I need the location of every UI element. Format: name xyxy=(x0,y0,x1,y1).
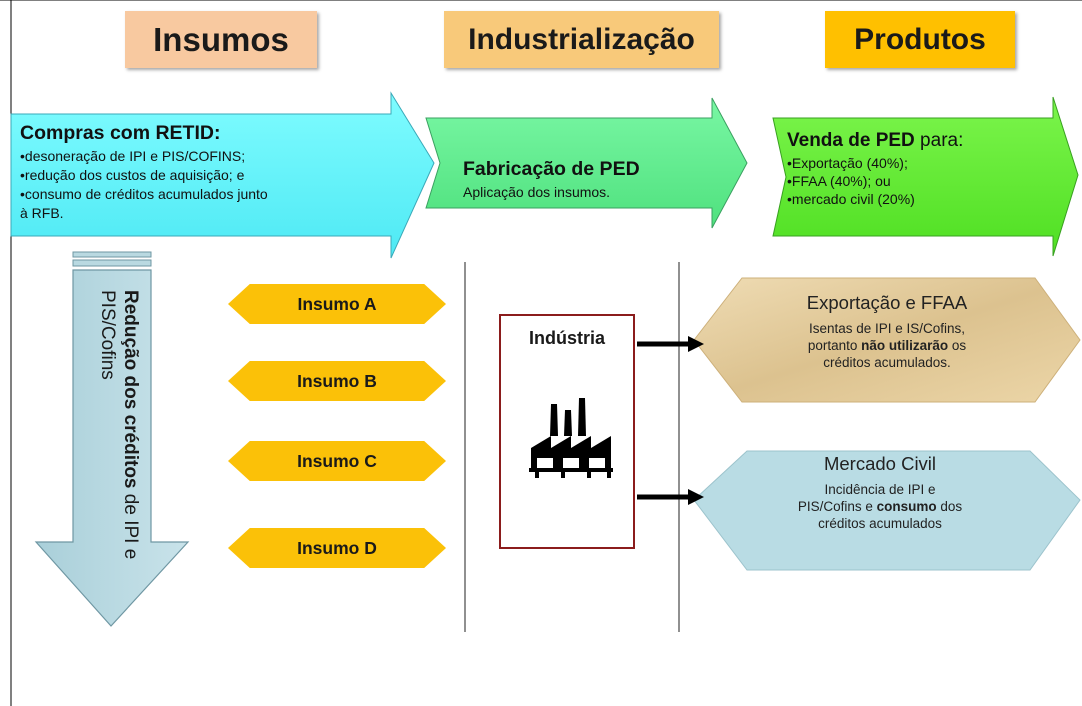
exportacao-line: Isentas de IPI e IS/Cofins, xyxy=(808,321,966,336)
venda-text: Venda de PED para: •Exportação (40%); •F… xyxy=(787,130,1057,208)
mercado-text: Mercado Civil Incidência de IPI e PIS/Co… xyxy=(710,453,1050,532)
fabricacao-title: Fabricação de PED xyxy=(463,158,640,180)
venda-arrow xyxy=(772,96,1079,257)
compras-text: Compras com RETID: •desoneração de IPI e… xyxy=(20,122,405,223)
header-industrializacao: Industrialização xyxy=(444,11,719,68)
mercado-line: créditos acumulados xyxy=(818,516,942,531)
venda-title-rest: para: xyxy=(914,130,964,151)
header-insumos: Insumos xyxy=(125,11,317,68)
venda-line: •Exportação (40%); xyxy=(787,155,908,171)
exportacao-text: Exportação e FFAA Isentas de IPI e IS/Co… xyxy=(722,292,1082,371)
industria-label: Indústria xyxy=(528,328,605,348)
exportacao-l2a: portanto xyxy=(807,338,862,353)
industria-box: Indústria xyxy=(499,314,635,549)
fabricacao-text: Fabricação de PED Aplicação dos insumos. xyxy=(463,158,713,203)
venda-line: •FFAA (40%); ou xyxy=(787,173,891,189)
exportacao-title: Exportação e FFAA xyxy=(806,292,968,313)
compras-arrow xyxy=(10,91,435,259)
insumo-b: Insumo B xyxy=(228,361,446,401)
reducao-label-bold: Redução dos créditos xyxy=(120,290,141,489)
mercado-hexagon xyxy=(693,450,1081,571)
mercado-line: Incidência de IPI e xyxy=(824,482,936,497)
insumo-a: Insumo A xyxy=(228,284,446,324)
factory-icon xyxy=(523,396,619,488)
compras-line: à RFB. xyxy=(20,205,64,221)
reducao-down-arrow xyxy=(34,269,190,627)
reducao-label: Redução dos créditos de IPI e PIS/Cofins xyxy=(86,290,142,570)
venda-title: Venda de PED para: xyxy=(787,130,1057,152)
insumo-d: Insumo D xyxy=(228,528,446,568)
compras-line: •redução dos custos de aquisição; e xyxy=(20,167,245,183)
mercado-title: Mercado Civil xyxy=(823,453,937,474)
venda-line: •mercado civil (20%) xyxy=(787,191,915,207)
mercado-l2a: PIS/Cofins e xyxy=(797,499,877,514)
exportacao-l2c: os xyxy=(948,338,967,353)
fabricacao-line: Aplicação dos insumos. xyxy=(463,184,611,200)
compras-line: •consumo de créditos acumulados junto xyxy=(20,186,268,202)
compras-title: Compras com RETID: xyxy=(20,122,221,144)
mercado-l2b: consumo xyxy=(876,499,937,514)
mercado-l2c: dos xyxy=(936,499,963,514)
mercado-line: PIS/Cofins e consumo dos xyxy=(710,498,1050,515)
exportacao-line: portanto não utilizarão os xyxy=(692,337,1082,354)
venda-title-bold: Venda de PED xyxy=(787,130,915,151)
exportacao-l2b: não utilizarão xyxy=(861,338,949,353)
insumo-c: Insumo C xyxy=(228,441,446,481)
compras-line: •desoneração de IPI e PIS/COFINS; xyxy=(20,148,246,164)
fabricacao-arrow xyxy=(425,97,748,229)
header-produtos: Produtos xyxy=(825,11,1015,68)
exportacao-line: créditos acumulados. xyxy=(823,355,951,370)
exportacao-hexagon xyxy=(693,277,1081,403)
